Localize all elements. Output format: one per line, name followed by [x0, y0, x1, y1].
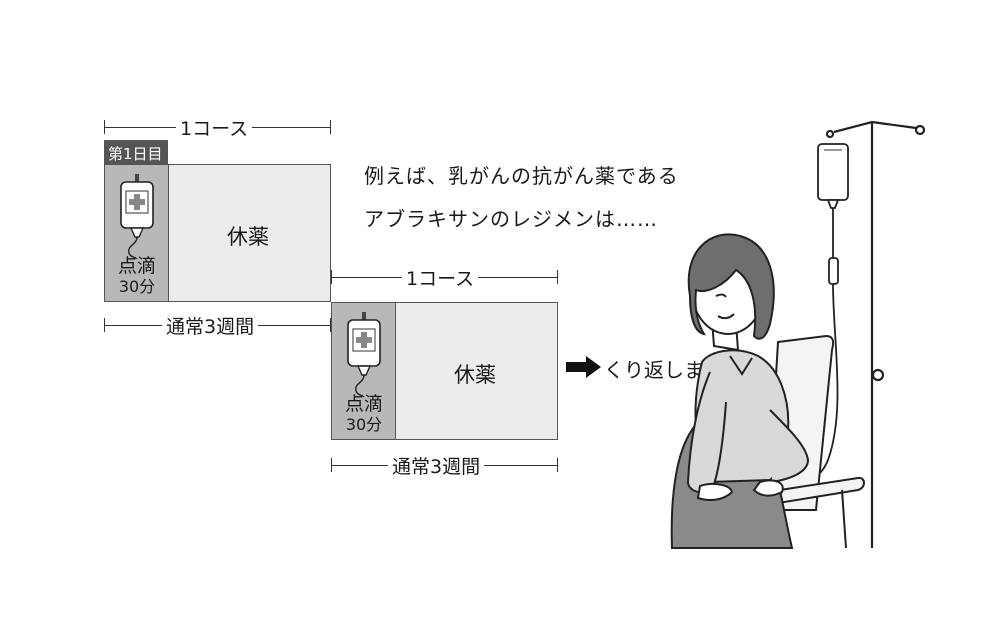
drip-label-1: 点滴	[344, 393, 383, 415]
period-label: 通常3週間	[388, 452, 485, 479]
caption-line-1: 例えば、乳がんの抗がん薬である	[364, 164, 679, 188]
rest-block: 休薬	[395, 302, 558, 440]
caption-line-2: アブラキサンのレジメンは……	[364, 207, 658, 231]
drip-block: 点滴 30分	[104, 164, 170, 302]
dim-tick	[557, 458, 558, 472]
dim-tick	[330, 318, 331, 332]
drip-label-1: 点滴	[117, 255, 156, 277]
course-label: 1コース	[402, 264, 479, 291]
course-label: 1コース	[176, 114, 253, 141]
iv-bag-icon	[120, 174, 154, 259]
dim-tick	[557, 270, 558, 284]
day1-badge: 第1日目	[104, 140, 168, 164]
iv-stand-icon	[825, 120, 926, 548]
rest-label: 休薬	[454, 363, 496, 387]
patient-illustration	[670, 120, 926, 549]
drip-block: 点滴 30分	[331, 302, 397, 440]
period-label: 通常3週間	[162, 312, 259, 339]
right-arrow-icon	[566, 356, 601, 378]
rest-label: 休薬	[227, 225, 269, 249]
drip-label-2: 30分	[118, 277, 156, 296]
dim-tick	[330, 120, 331, 134]
drip-label-2: 30分	[345, 415, 383, 434]
rest-block: 休薬	[168, 164, 331, 302]
iv-bag-icon	[347, 312, 381, 397]
